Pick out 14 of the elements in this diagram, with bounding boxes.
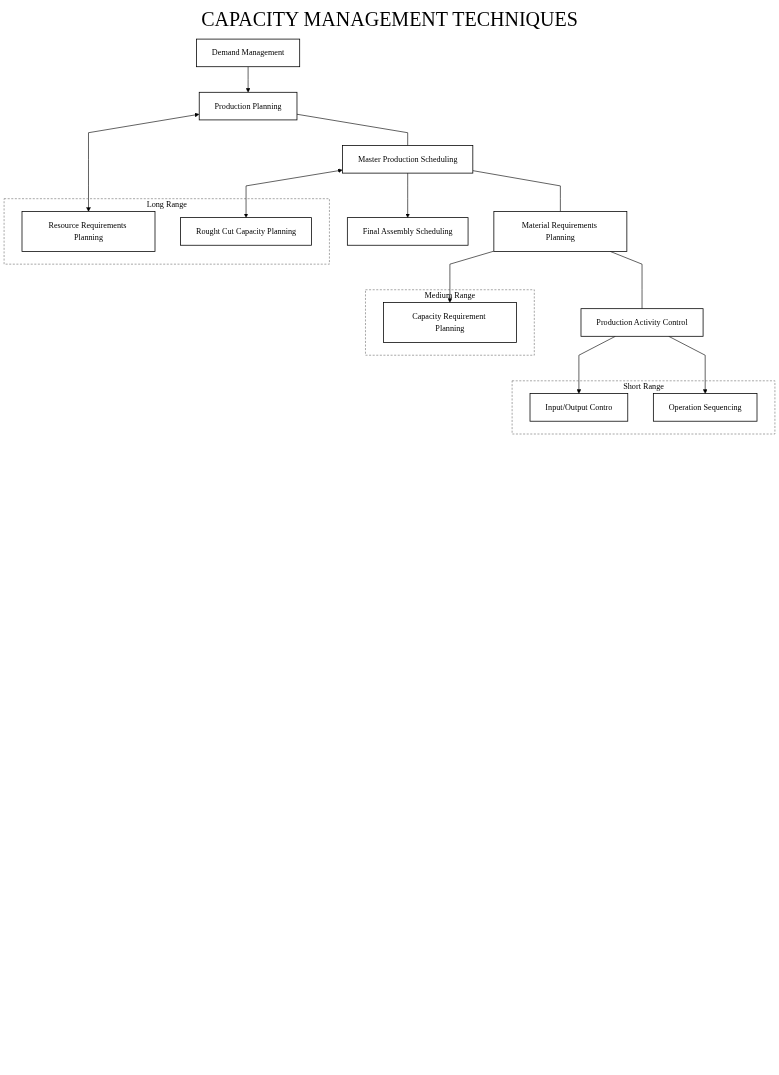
node-box: Master Production Scheduling (342, 145, 474, 174)
node-box: Rought Cut Capacity Planning (180, 217, 312, 246)
node-box: Final Assembly Scheduling (346, 217, 469, 246)
node-box: Production Activity Control (580, 308, 704, 337)
diagram-title: CAPACITY MANAGEMENT TECHNIQUES (200, 8, 579, 31)
node-box: Material Requirements Planning (493, 211, 628, 252)
node-box: Operation Sequencing (652, 393, 758, 422)
connector (296, 113, 408, 146)
node-box: Resource Requirements Planning (21, 211, 156, 252)
node-box: Capacity Requirement Planning (383, 302, 517, 343)
node-box: Demand Management (196, 38, 301, 68)
node-box: Input/Output Contro (529, 393, 629, 422)
node-box: Production Planning (198, 91, 298, 121)
connector (472, 170, 561, 212)
